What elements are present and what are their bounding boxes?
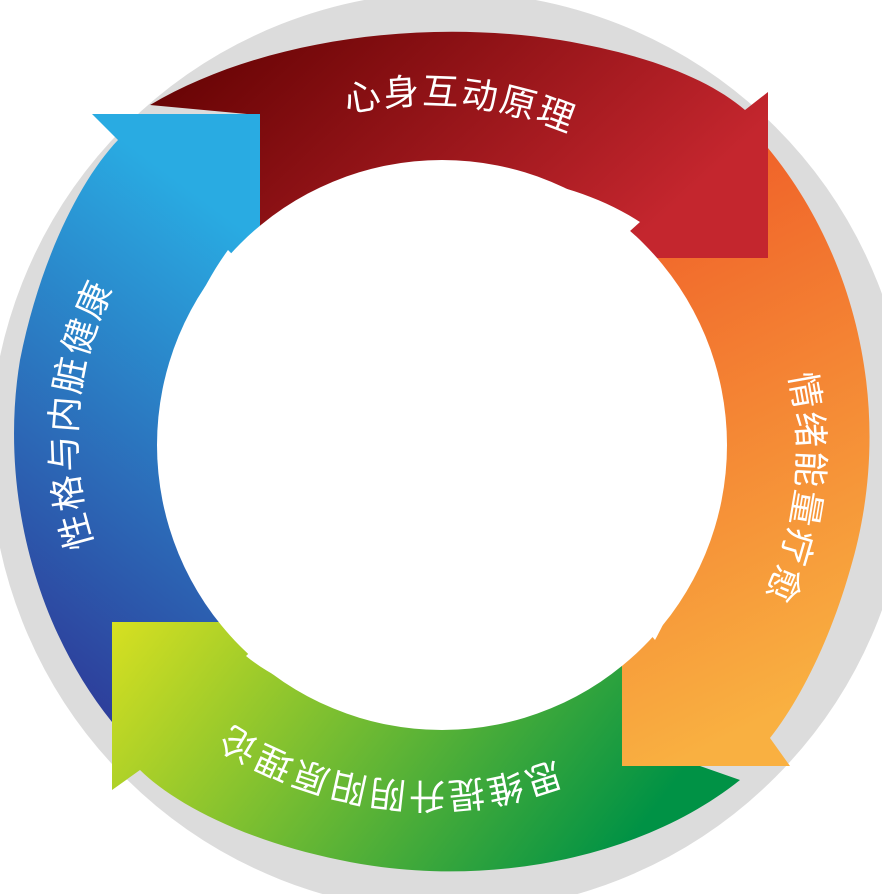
segment-green-arrow [112, 622, 740, 872]
center-hole [157, 160, 727, 730]
segment-blue-arrow [14, 114, 260, 722]
